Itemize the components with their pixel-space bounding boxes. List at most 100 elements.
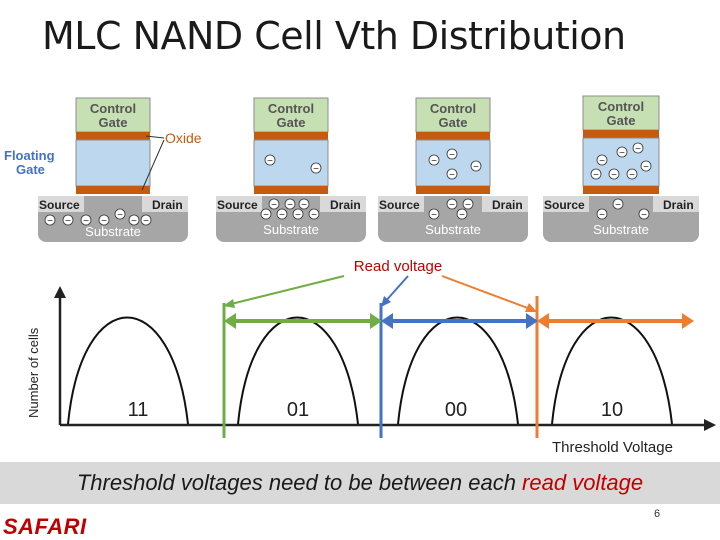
electron-symbol: −	[599, 156, 605, 167]
cell-2-source	[216, 196, 262, 212]
electron-symbol: −	[311, 210, 317, 221]
distribution-curve-10	[551, 316, 673, 425]
cell-2-drain	[320, 196, 366, 212]
distribution-curve-11	[67, 316, 189, 425]
electron-symbol: −	[449, 170, 455, 181]
safari-logo: SAFARI	[3, 514, 87, 539]
electron-symbol: −	[473, 162, 479, 173]
electron-symbol: −	[131, 216, 137, 227]
cell-4-electrons: −−−−−−−−−−	[590, 142, 652, 221]
cell-1-floating-gate	[75, 139, 151, 187]
x-axis-label: Threshold Voltage	[552, 439, 673, 456]
electron-symbol: −	[465, 200, 471, 211]
page-number: 6	[654, 508, 661, 520]
electron-symbol: −	[301, 200, 307, 211]
caption-bar	[0, 462, 720, 504]
cell-4-source	[543, 196, 589, 212]
cell-2-control-label-1: Control	[268, 101, 314, 116]
electron-symbol: −	[611, 170, 617, 181]
cell-1-control-gate	[75, 97, 151, 133]
cell-3-control-gate	[415, 97, 491, 133]
electron-symbol: −	[295, 210, 301, 221]
cell-1-source	[38, 196, 84, 212]
electron-symbol: −	[267, 156, 273, 167]
cell-2-electrons: −−−−−−−−−	[260, 154, 322, 221]
cell-3-control-label-1: Control	[430, 101, 476, 116]
read-voltage-pointer-blue-head	[381, 296, 391, 307]
cell-1-drain-label: Drain	[152, 198, 183, 212]
electron-symbol: −	[263, 210, 269, 221]
cell-3-drain-label: Drain	[492, 198, 523, 212]
read-voltage-pointer-green-head	[223, 299, 235, 308]
distribution-plot: Number of cells Threshold Voltage 11 01 …	[26, 258, 716, 456]
electron-symbol: −	[599, 210, 605, 221]
electron-symbol: −	[459, 210, 465, 221]
electron-symbol: −	[431, 210, 437, 221]
range-arrow-green-right-head	[370, 313, 382, 329]
electron-symbol: −	[629, 170, 635, 181]
electron-symbol: −	[143, 216, 149, 227]
state-label-01: 01	[287, 399, 309, 421]
cell-1: Control Gate Source Drain Substrate −−−−…	[4, 97, 202, 242]
electron-symbol: −	[101, 216, 107, 227]
floating-gate-label-2: Gate	[16, 162, 45, 177]
cell-2-substrate-label: Substrate	[263, 222, 319, 237]
state-label-11: 11	[128, 399, 149, 421]
distribution-curve-01	[237, 316, 359, 425]
cell-3-control-label-2: Gate	[439, 115, 468, 130]
cell-3-oxide-top	[416, 132, 490, 140]
cell-1-oxide-top	[76, 132, 150, 140]
cell-3-electrons: −−−−−−−−	[428, 148, 482, 221]
read-voltage-pointer-blue	[383, 275, 409, 304]
range-arrow-green-left-head	[224, 313, 236, 329]
electron-symbol: −	[47, 216, 53, 227]
cell-3-drain	[482, 196, 528, 212]
floating-gate-label-1: Floating	[4, 148, 55, 163]
electron-symbol: −	[635, 144, 641, 155]
cell-4-control-label-1: Control	[598, 99, 644, 114]
electron-symbol: −	[117, 210, 123, 221]
caption-prefix: Threshold voltages need to be between ea…	[76, 470, 523, 495]
cell-2-source-label: Source	[217, 198, 258, 212]
range-arrow-orange-left-head	[537, 313, 549, 329]
range-arrow-blue-right-head	[526, 313, 538, 329]
cell-4-source-label: Source	[544, 198, 585, 212]
cell-3: Control Gate Source Drain Substrate −−−−…	[378, 97, 528, 242]
electron-symbol: −	[449, 150, 455, 161]
cell-1-electrons: −−−−−−−	[44, 208, 152, 227]
cell-2: Control Gate Source Drain Substrate −−−−…	[216, 97, 366, 242]
electron-symbol: −	[615, 200, 621, 211]
range-arrow-orange-right-head	[682, 313, 694, 329]
y-axis-label: Number of cells	[26, 327, 41, 418]
cell-1-control-label-1: Control	[90, 101, 136, 116]
cell-1-source-label: Source	[39, 198, 80, 212]
read-voltage-pointer-orange-head	[525, 303, 537, 312]
cell-4-drain-label: Drain	[663, 198, 694, 212]
cell-1-oxide-bottom	[76, 186, 150, 194]
cell-4: Control Gate Source Drain Substrate −−−−…	[543, 95, 699, 242]
state-label-00: 00	[445, 399, 467, 421]
y-axis-arrowhead	[54, 286, 66, 298]
electron-symbol: −	[313, 164, 319, 175]
electron-symbol: −	[287, 200, 293, 211]
electron-symbol: −	[593, 170, 599, 181]
read-voltage-pointer-green	[226, 275, 345, 306]
electron-symbol: −	[65, 216, 71, 227]
electron-symbol: −	[643, 162, 649, 173]
electron-symbol: −	[431, 156, 437, 167]
cell-2-oxide-top	[254, 132, 328, 140]
cell-4-control-label-2: Gate	[607, 113, 636, 128]
cell-2-control-label-2: Gate	[277, 115, 306, 130]
cell-4-oxide-bottom	[583, 186, 659, 194]
electron-symbol: −	[449, 200, 455, 211]
figure: Control Gate Source Drain Substrate −−−−…	[4, 95, 716, 456]
oxide-label: Oxide	[165, 130, 202, 146]
electron-symbol: −	[271, 200, 277, 211]
cell-1-control-label-2: Gate	[99, 115, 128, 130]
cell-4-oxide-top	[583, 130, 659, 138]
electron-symbol: −	[279, 210, 285, 221]
electron-symbol: −	[641, 210, 647, 221]
range-arrow-blue-left-head	[381, 313, 393, 329]
cell-4-drain	[653, 196, 699, 212]
